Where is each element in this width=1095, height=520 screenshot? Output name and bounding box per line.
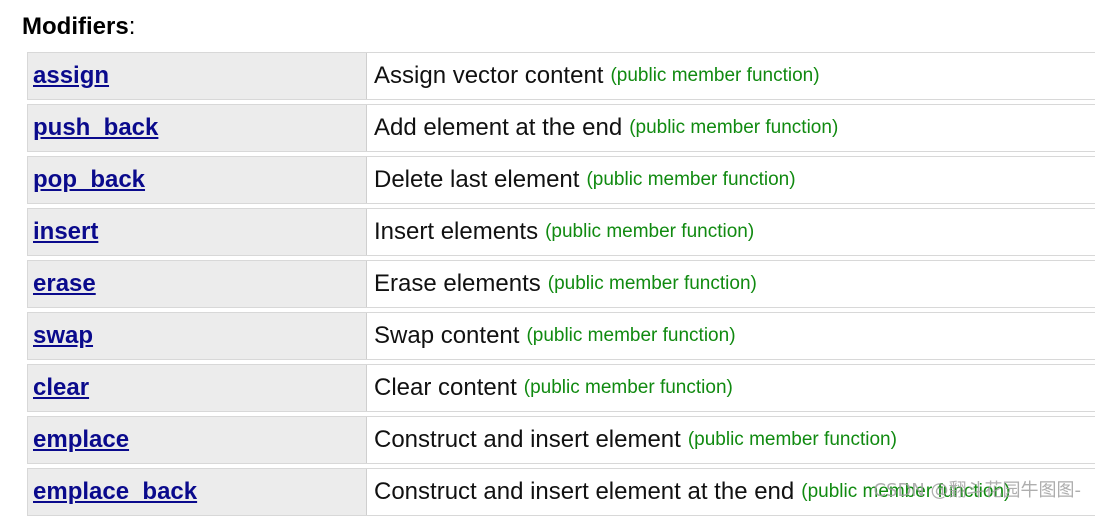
member-link-push-back[interactable]: push_back <box>33 114 159 141</box>
section-title: Modifiers: <box>22 12 135 42</box>
member-kind: (public member function) <box>586 169 796 190</box>
member-name-cell: pop_back <box>27 157 367 203</box>
member-description: Erase elements <box>374 270 541 297</box>
member-description-cell: Assign vector content (public member fun… <box>367 53 1095 99</box>
modifiers-table: assign Assign vector content (public mem… <box>27 52 1095 520</box>
member-name-cell: swap <box>27 313 367 359</box>
member-link-clear[interactable]: clear <box>33 374 90 401</box>
section-title-label: Modifiers <box>22 13 129 40</box>
table-row: emplace Construct and insert element (pu… <box>27 416 1095 464</box>
member-description: Clear content <box>374 374 517 401</box>
member-name-cell: erase <box>27 261 367 307</box>
member-description: Assign vector content <box>374 62 604 89</box>
member-description-cell: Delete last element (public member funct… <box>367 157 1095 203</box>
member-kind: (public member function) <box>547 273 757 294</box>
table-row: swap Swap content (public member functio… <box>27 312 1095 360</box>
member-name-cell: push_back <box>27 105 367 151</box>
section-title-colon: : <box>128 13 136 40</box>
member-name-cell: emplace <box>27 417 367 463</box>
watermark: CSDN @翻斗花园牛图图- <box>873 480 1081 501</box>
table-row: insert Insert elements (public member fu… <box>27 208 1095 256</box>
member-link-swap[interactable]: swap <box>33 322 94 349</box>
member-kind: (public member function) <box>610 65 820 86</box>
member-description: Delete last element <box>374 166 580 193</box>
table-row: push_back Add element at the end (public… <box>27 104 1095 152</box>
member-link-emplace[interactable]: emplace <box>33 426 130 453</box>
table-row: assign Assign vector content (public mem… <box>27 52 1095 100</box>
member-description-cell: Swap content (public member function) <box>367 313 1095 359</box>
member-kind: (public member function) <box>545 221 755 242</box>
member-link-pop-back[interactable]: pop_back <box>33 166 146 193</box>
member-name-cell: insert <box>27 209 367 255</box>
member-link-emplace-back[interactable]: emplace_back <box>33 478 198 505</box>
member-name-cell: clear <box>27 365 367 411</box>
member-name-cell: assign <box>27 53 367 99</box>
member-link-assign[interactable]: assign <box>33 62 110 89</box>
table-row: erase Erase elements (public member func… <box>27 260 1095 308</box>
member-link-insert[interactable]: insert <box>33 218 99 245</box>
member-kind: (public member function) <box>801 481 1011 502</box>
member-description-cell: Erase elements (public member function) <box>367 261 1095 307</box>
member-link-erase[interactable]: erase <box>33 270 96 297</box>
member-description-cell: Clear content (public member function) <box>367 365 1095 411</box>
member-description: Add element at the end <box>374 114 623 141</box>
table-row: pop_back Delete last element (public mem… <box>27 156 1095 204</box>
member-description-cell: Add element at the end (public member fu… <box>367 105 1095 151</box>
member-description-cell: Insert elements (public member function) <box>367 209 1095 255</box>
member-kind: (public member function) <box>523 377 733 398</box>
member-name-cell: emplace_back <box>27 469 367 515</box>
member-description: Swap content <box>374 322 520 349</box>
member-description: Insert elements <box>374 218 539 245</box>
member-description: Construct and insert element <box>374 426 681 453</box>
member-description-cell: Construct and insert element (public mem… <box>367 417 1095 463</box>
member-kind: (public member function) <box>629 117 839 138</box>
member-kind: (public member function) <box>526 325 736 346</box>
table-row: clear Clear content (public member funct… <box>27 364 1095 412</box>
member-description: Construct and insert element at the end <box>374 478 795 505</box>
member-kind: (public member function) <box>687 429 897 450</box>
